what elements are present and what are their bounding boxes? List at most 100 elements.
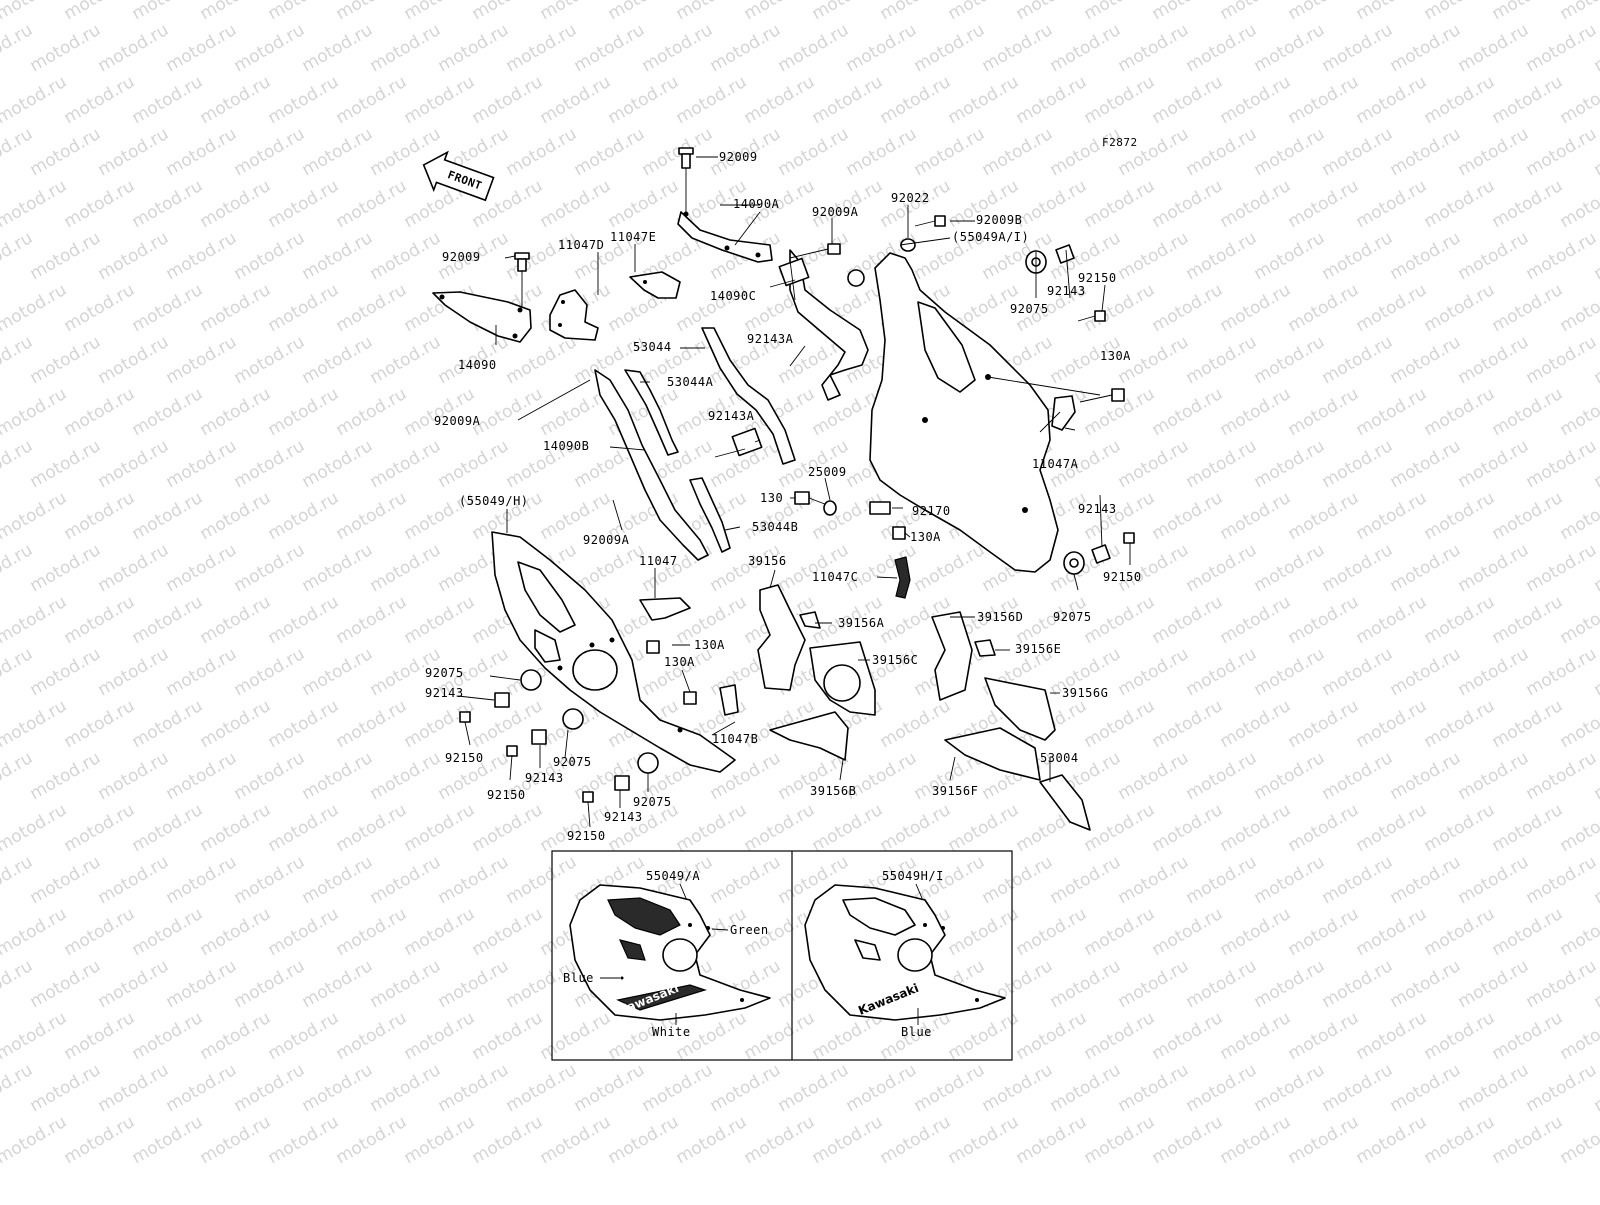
watermark-text: motod.ru (27, 748, 105, 804)
watermark-text: motod.ru (1149, 72, 1227, 128)
watermark-text: motod.ru (639, 124, 717, 180)
watermark-text: motod.ru (1013, 904, 1091, 960)
watermark-text: motod.ru (95, 228, 173, 284)
watermark-text: motod.ru (1285, 592, 1363, 648)
watermark-text: motod.ru (95, 644, 173, 700)
watermark-text: motod.ru (1421, 176, 1499, 232)
watermark-text: motod.ru (27, 1060, 105, 1116)
watermark-text: motod.ru (1149, 176, 1227, 232)
watermark-text: motod.ru (911, 124, 989, 180)
watermark-text: motod.ru (27, 436, 105, 492)
watermark-text: motod.ru (265, 904, 343, 960)
watermark-text: motod.ru (163, 332, 241, 388)
watermark-text: motod.ru (1455, 1060, 1533, 1116)
watermark-text: motod.ru (61, 384, 139, 440)
clip-92170-icon (870, 502, 890, 514)
watermark-text: motod.ru (27, 644, 105, 700)
watermark-text: motod.ru (27, 332, 105, 388)
watermark-text: motod.ru (129, 1008, 207, 1064)
callout-130A-left: 130A (694, 638, 725, 652)
watermark-text: motod.ru (333, 1008, 411, 1064)
watermark-text: motod.ru (265, 1008, 343, 1064)
watermark-text: motod.ru (299, 644, 377, 700)
watermark-text: motod.ru (1523, 436, 1600, 492)
decal-39156A (800, 612, 820, 628)
watermark-text: motod.ru (945, 904, 1023, 960)
watermark-text: motod.ru (367, 748, 445, 804)
watermark-text: motod.ru (1115, 228, 1193, 284)
watermark-text: motod.ru (1285, 800, 1363, 856)
watermark-text: motod.ru (95, 540, 173, 596)
callout-53004: 53004 (1040, 751, 1079, 765)
collar-92143-left-2-icon (532, 730, 546, 744)
watermark-text: motod.ru (265, 384, 343, 440)
watermark-text: motod.ru (1013, 176, 1091, 232)
watermark-text: motod.ru (911, 540, 989, 596)
watermark-text: motod.ru (1149, 592, 1227, 648)
watermark-text: motod.ru (673, 800, 751, 856)
watermark-text: motod.ru (163, 644, 241, 700)
watermark-text: motod.ru (741, 800, 819, 856)
watermark-text: motod.ru (1115, 748, 1193, 804)
watermark-text: motod.ru (1081, 280, 1159, 336)
watermark-text: motod.ru (129, 280, 207, 336)
callout-11047B: 11047B (712, 732, 758, 746)
watermark-text: motod.ru (605, 72, 683, 128)
watermark-text: motod.ru (163, 540, 241, 596)
watermark-text: motod.ru (435, 20, 513, 76)
watermark-text: motod.ru (1319, 1060, 1397, 1116)
collar-92143-left-3-icon (615, 776, 629, 790)
watermark-text: motod.ru (367, 228, 445, 284)
watermark-text: motod.ru (1319, 852, 1397, 908)
watermark-text: motod.ru (95, 956, 173, 1012)
callout-130A-lower-left: 130A (664, 655, 695, 669)
callout-55049A-I: (55049A/I) (952, 230, 1029, 244)
watermark-text: motod.ru (571, 20, 649, 76)
watermark-text: motod.ru (1115, 20, 1193, 76)
watermark-text: motod.ru (1251, 540, 1329, 596)
watermark-text: motod.ru (1557, 696, 1600, 752)
watermark-text: motod.ru (1319, 124, 1397, 180)
watermark-text: motod.ru (401, 0, 479, 24)
callout-92150-upper-right: 92150 (1078, 271, 1117, 285)
watermark-text: motod.ru (197, 904, 275, 960)
watermark-text: motod.ru (27, 228, 105, 284)
watermark-text: motod.ru (1081, 800, 1159, 856)
callout-92143-left-2: 92143 (525, 771, 564, 785)
collar-92143-left-1-icon (495, 693, 509, 707)
watermark-text: motod.ru (1183, 748, 1261, 804)
watermark-text: motod.ru (95, 1060, 173, 1116)
watermark-text: motod.ru (367, 956, 445, 1012)
watermark-text: motod.ru (1421, 904, 1499, 960)
watermark-text: motod.ru (1251, 644, 1329, 700)
watermark-text: motod.ru (1489, 904, 1567, 960)
watermark-text: motod.ru (1251, 436, 1329, 492)
watermark-text: motod.ru (1217, 800, 1295, 856)
watermark-text: motod.ru (333, 696, 411, 752)
watermark-text: motod.ru (1285, 488, 1363, 544)
watermark-text: motod.ru (1387, 644, 1465, 700)
watermark-text: motod.ru (537, 1008, 615, 1064)
watermark-text: motod.ru (1455, 228, 1533, 284)
watermark-text: motod.ru (163, 956, 241, 1012)
callout-130A-upper-right: 130A (1100, 349, 1131, 363)
callout-92150-left-3: 92150 (567, 829, 606, 843)
watermark-text: motod.ru (1285, 0, 1363, 24)
watermark-text: motod.ru (809, 72, 887, 128)
watermark-text: motod.ru (775, 124, 853, 180)
watermark-text: motod.ru (1557, 488, 1600, 544)
bolt-92150-left-2-icon (507, 746, 517, 756)
watermark-text: motod.ru (1115, 124, 1193, 180)
variant-right-blue: Blue (901, 1025, 932, 1039)
watermark-text: motod.ru (1149, 384, 1227, 440)
callout-92075-left-3: 92075 (633, 795, 672, 809)
watermark-text: motod.ru (95, 332, 173, 388)
watermark-text: motod.ru (673, 0, 751, 24)
watermark-text: motod.ru (333, 384, 411, 440)
callout-53044A: 53044A (667, 375, 714, 389)
watermark-text: motod.ru (1013, 72, 1091, 128)
watermark-text: motod.ru (945, 1112, 1023, 1168)
callout-39156B: 39156B (810, 784, 856, 798)
watermark-text: motod.ru (1387, 1060, 1465, 1116)
